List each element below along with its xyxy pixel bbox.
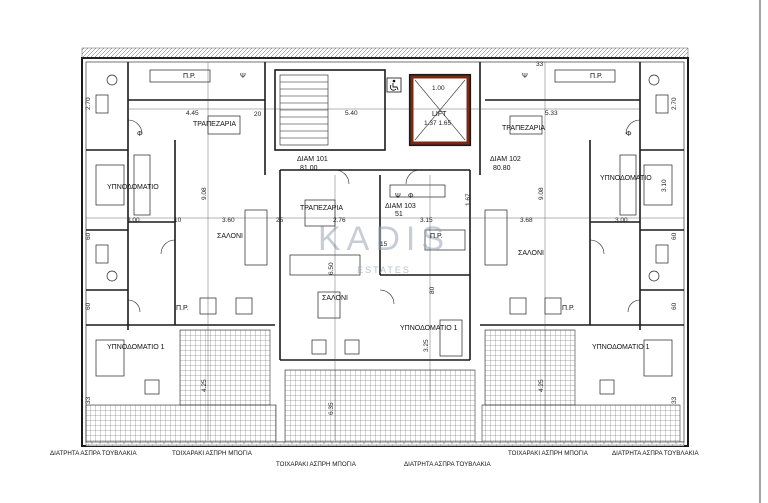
note-wall-left: ΤΟΙΧΑΡΑΚΙ ΑΣΠΡΗ ΜΠΟΓΙΑ [172,450,253,457]
room-labels: ΤΡΑΠΕΖΑΡΙΑ ΤΡΑΠΕΖΑΡΙΑ ΤΡΑΠΕΖΑΡΙΑ ΥΠΝΟΔΟΜ… [107,73,652,351]
apartment-labels: ΔΙΑΜ 101 81.00 ΔΙΑΜ 102 80.80 ΔΙΑΜ 103 5… [297,156,521,218]
dim-425-left: 4.25 [201,379,208,392]
note-wall-center: ΤΟΙΧΑΡΑΚΙ ΑΣΠΡΗ ΜΠΟΓΙΑ [276,461,357,468]
dim-368: 3.68 [520,217,533,224]
dimension-labels: 4.45 5.40 5.33 3.00 3.60 3.15 3.68 3.00 … [85,61,678,415]
note-perforated-right: ΔΙΑΤΡΗΤΑ ΑΣΠΡΑ ΤΟΥΒΛΑΚΙΑ [612,450,699,457]
room-living-right: ΣΑΛΟΝΙ [518,250,544,257]
phi-symbol-left: Φ [137,131,143,138]
dim-540: 5.40 [345,110,358,117]
roof-hatch [81,47,689,59]
dim-270-right: 2.70 [671,97,678,110]
dim-25: 25 [276,217,284,224]
room-bedroom1-right: ΥΠΝΟΔΟΜΑΤΙΟ 1 [592,344,650,351]
dim-33-top: 33 [536,61,544,68]
lift-shaft [410,75,470,145]
dim-300-left: 3.00 [127,217,140,224]
room-bedroom-left: ΥΠΝΟΔΟΜΑΤΙΟ [107,184,159,191]
interior-walls [86,62,684,361]
wheelchair-icon [386,77,402,93]
fridge-symbol-center: Ψ [395,193,401,200]
diam102-area: 80.80 [493,165,511,172]
phi-symbol-center: Φ [408,193,414,200]
watermark-sub: ESTATES [357,265,411,275]
dim-425-right: 4.25 [538,379,545,392]
dim-167: 1.67 [465,193,472,206]
diam101-area: 81.00 [300,165,318,172]
watermark: KADIS ESTATES [318,220,450,275]
dim-15: 15 [380,241,388,248]
dimension-lines [86,62,684,440]
dim-445: 4.45 [186,110,199,117]
dim-310: 3.10 [661,179,668,192]
doors [127,119,641,313]
lift-dims: 1.37 1.65 [424,120,451,127]
room-storage-center: Π.Ρ. [430,233,443,240]
room-bedroom-right: ΥΠΝΟΔΟΜΑΤΙΟ [600,175,652,182]
phi-symbol-right: Φ [626,131,632,138]
dim-325: 3.25 [423,339,430,352]
room-dining-right: ΤΡΑΠΕΖΑΡΙΑ [502,125,545,132]
dim-80: 80 [429,286,436,294]
note-perforated-left: ΔΙΑΤΡΗΤΑ ΑΣΠΡΑ ΤΟΥΒΛΑΚΙΑ [50,450,137,457]
balconies [85,329,685,447]
room-storage-right: Π.Ρ. [562,305,575,312]
footer-notes: ΔΙΑΤΡΗΤΑ ΑΣΠΡΑ ΤΟΥΒΛΑΚΙΑ ΤΟΙΧΑΡΑΚΙ ΑΣΠΡΗ… [50,450,699,468]
note-perforated-center: ΔΙΑΤΡΗΤΑ ΑΣΠΡΑ ΤΟΥΒΛΑΚΙΑ [404,461,491,468]
stairs [279,74,329,146]
room-dining-left: ΤΡΑΠΕΖΑΡΙΑ [193,121,236,128]
furniture [95,69,673,395]
dim-908-left: 9.08 [201,187,208,200]
fridge-symbol-left: Ψ [240,73,246,80]
dim-315: 3.15 [420,217,433,224]
diam103-area: 51 [395,211,403,218]
room-bedroom1-left: ΥΠΝΟΔΟΜΑΤΙΟ 1 [107,344,165,351]
lift-label: LIFT [432,111,447,118]
dim-270-left: 2.70 [85,97,92,110]
dim-10: 10 [174,217,182,224]
dim-60-c: 60 [671,232,678,240]
diam102-label: ΔΙΑΜ 102 [490,156,521,163]
room-storage-top-right: Π.Ρ. [590,73,603,80]
fridge-symbol-right: Ψ [522,73,528,80]
dim-635: 6.35 [328,402,335,415]
dim-650: 6.50 [328,262,335,275]
room-storage-top-left: Π.Ρ. [183,73,196,80]
dim-300-right: 3.00 [615,217,628,224]
watermark-brand: KADIS [318,220,450,258]
dim-533: 5.33 [545,110,558,117]
room-living-left: ΣΑΛΟΝΙ [217,233,243,240]
diam103-label: ΔΙΑΜ 103 [385,203,416,210]
room-dining-center: ΤΡΑΠΕΖΑΡΙΑ [300,205,343,212]
dim-908-right: 9.08 [538,187,545,200]
dim-276: 2.76 [333,217,346,224]
dim-20: 20 [254,111,262,118]
dim-60-a: 60 [85,232,92,240]
lift-top-dim: 1.00 [432,85,445,92]
dim-33-left: 33 [85,396,92,404]
dim-60-b: 60 [85,302,92,310]
room-storage-left: Π.Ρ. [176,305,189,312]
dim-33-right: 33 [671,396,678,404]
room-bedroom1-center: ΥΠΝΟΔΟΜΑΤΙΟ 1 [400,325,458,332]
dim-360: 3.60 [222,217,235,224]
dim-60-d: 60 [671,302,678,310]
diam101-label: ΔΙΑΜ 101 [297,156,328,163]
note-wall-right: ΤΟΙΧΑΡΑΚΙ ΑΣΠΡΗ ΜΠΟΓΙΑ [508,450,589,457]
